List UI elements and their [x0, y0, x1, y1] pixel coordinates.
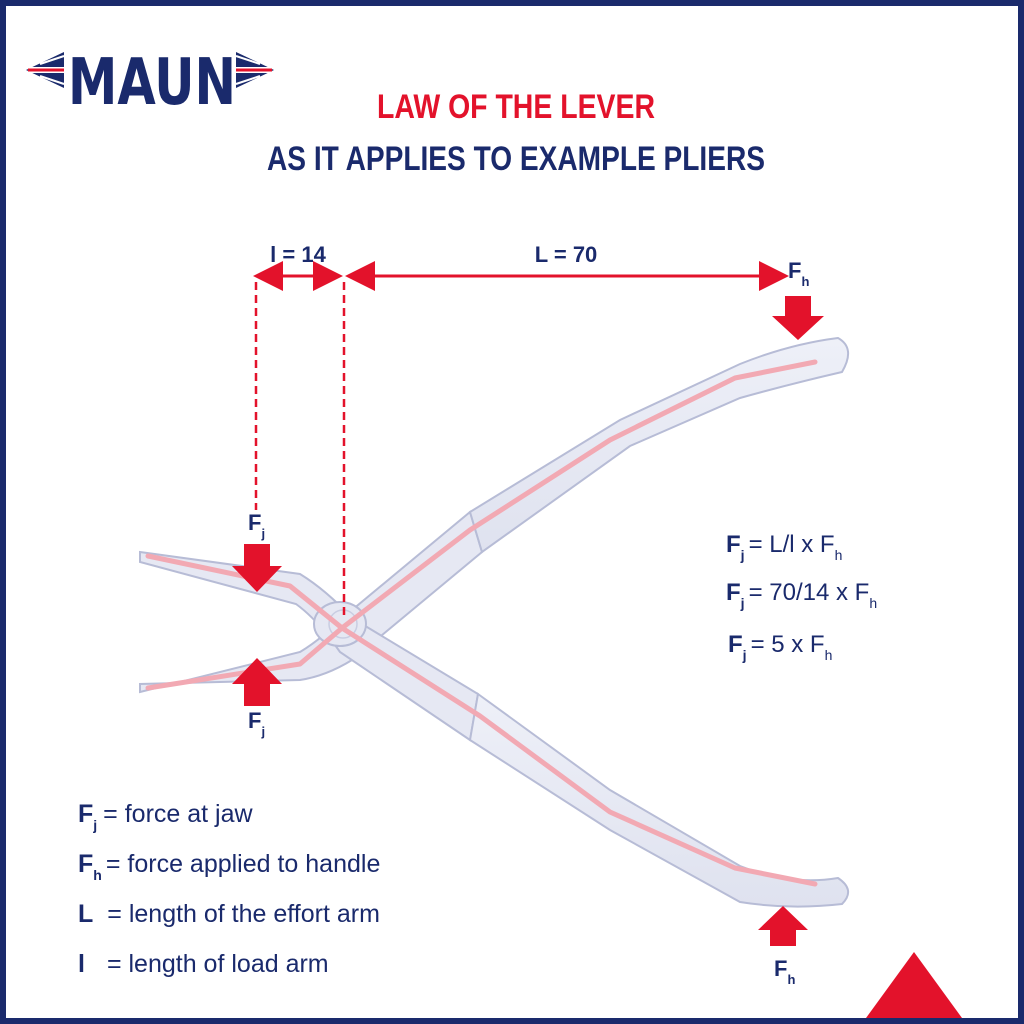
pliers-lower-handle [468, 692, 849, 908]
force-label-jaw-bottom: Fj [248, 708, 265, 739]
pliers-illustration [139, 336, 849, 908]
force-arrow-icon-jaw-bottom [232, 658, 282, 706]
legend-item-force-at-handle: Fh= force applied to handle [78, 850, 380, 883]
force-arrow-icon-jaw-top [232, 544, 282, 592]
corner-triangle-icon [866, 952, 962, 1018]
pliers-upper-centerline [145, 359, 818, 691]
union-flag-icon-left [26, 52, 65, 88]
dimension-lines: l = 14 L = 70 [253, 242, 789, 620]
equations: Fj= L/l x Fh Fj= 70/14 x Fh Fj= 5 x Fh [726, 531, 877, 663]
legend-item-load-arm: l= length of load arm [78, 950, 329, 978]
force-label-jaw-top: Fj [248, 510, 265, 541]
logo-text: MAUN [68, 46, 236, 120]
force-label-handle-bottom: Fh [774, 956, 795, 987]
title-line-1: LAW OF THE LEVER [377, 88, 655, 126]
force-arrow-icon-handle-bottom [758, 906, 808, 946]
legend-item-force-at-jaw: Fj= force at jaw [78, 800, 253, 833]
pliers-lower-centerline [145, 553, 818, 887]
legend-item-effort-arm: L= length of the effort arm [78, 900, 380, 928]
title-line-2: AS IT APPLIES TO EXAMPLE PLIERS [267, 140, 765, 178]
equation-3: Fj= 5 x Fh [728, 631, 832, 663]
force-arrow-icon-handle-top [772, 296, 824, 340]
union-flag-icon-right [235, 52, 274, 88]
equation-1: Fj= L/l x Fh [726, 531, 842, 563]
maun-logo: MAUN [26, 46, 274, 120]
force-label-handle-top: Fh [788, 258, 809, 289]
pliers-upper-handle [468, 336, 849, 554]
equation-2: Fj= 70/14 x Fh [726, 579, 877, 611]
legend: Fj= force at jaw Fh= force applied to ha… [78, 800, 380, 978]
load-arm-label: l = 14 [270, 242, 326, 267]
effort-arm-label: L = 70 [535, 242, 598, 267]
